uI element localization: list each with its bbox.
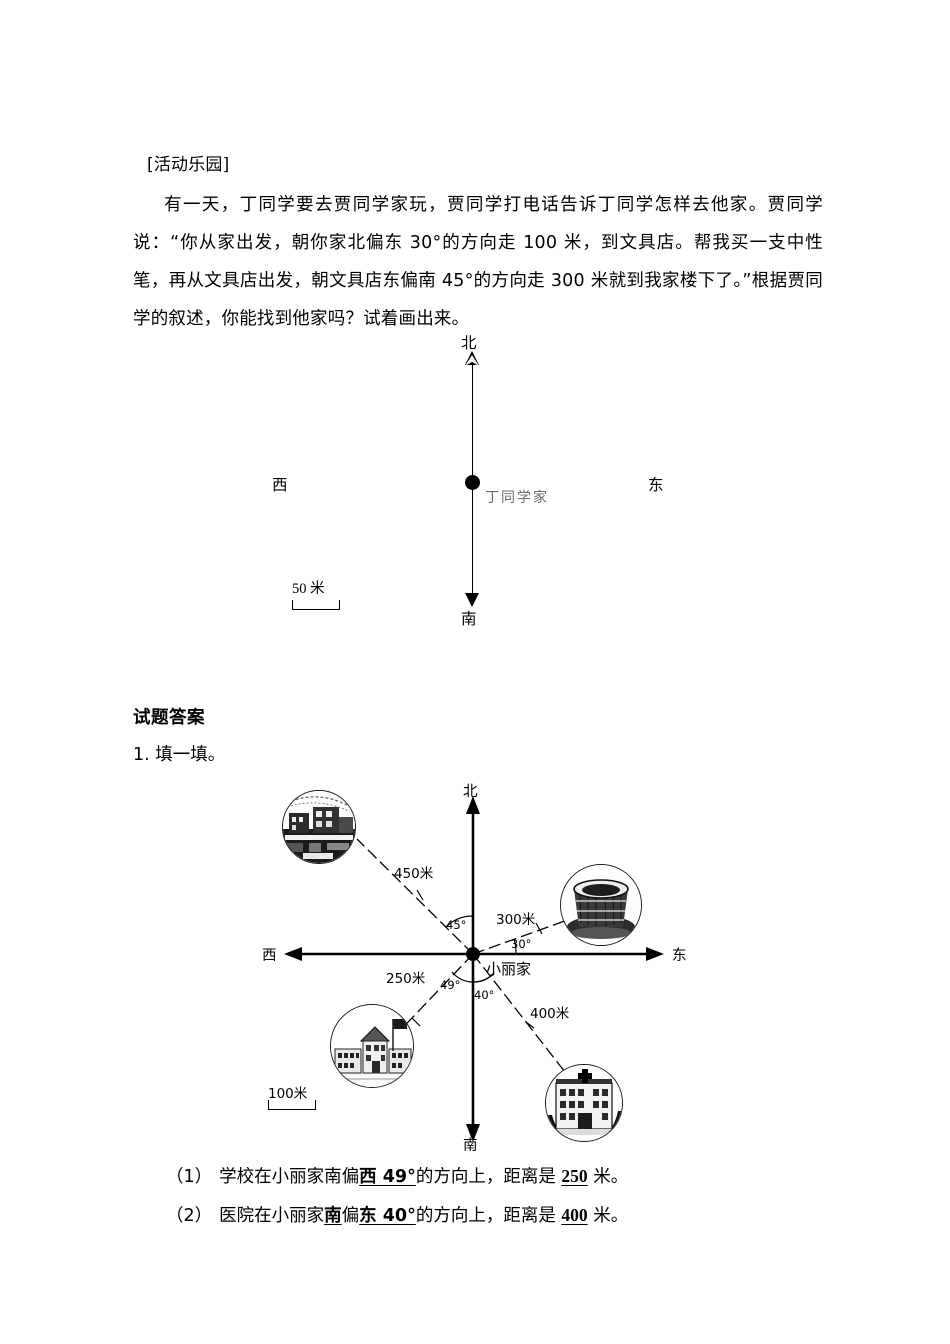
compass-axes-svg xyxy=(284,796,664,1142)
ray-southeast-tick xyxy=(525,1021,535,1029)
scale-indicator: 50 米 xyxy=(292,577,340,610)
answer-2-part3: 的方向上，距离是 xyxy=(415,1206,562,1226)
north-arrow-icon xyxy=(466,796,480,814)
scale-label: 50 米 xyxy=(292,581,325,597)
direction-label-north: 北 xyxy=(463,784,478,800)
answers-heading: 试题答案 xyxy=(133,708,205,728)
scale-bar-icon xyxy=(292,600,340,610)
center-point-label: 小丽家 xyxy=(486,960,532,978)
diagram-compass-blank: 北 南 西 东 丁同学家 50 米 xyxy=(250,334,700,635)
ray-northwest xyxy=(356,838,474,955)
medallion-hospital xyxy=(545,1064,623,1142)
answer-1-part1: 学校在小丽家南偏 xyxy=(219,1167,360,1187)
direction-label-north: 北 xyxy=(461,334,477,352)
direction-label-west: 西 xyxy=(262,948,277,964)
question-1-label: 1. 填一填。 xyxy=(133,745,226,765)
east-arrow-icon xyxy=(646,947,664,961)
answer-2-part2: 偏 xyxy=(341,1206,360,1226)
angle-arc-30 xyxy=(513,938,517,955)
answer-1-label: （1） xyxy=(166,1167,213,1187)
hospital-cross-icon xyxy=(578,1069,592,1083)
angle-label-northwest: 45° xyxy=(446,918,467,932)
distance-label-northwest: 450米 xyxy=(394,866,434,882)
home-point-label: 丁同学家 xyxy=(485,490,549,506)
distance-label-southwest: 250米 xyxy=(386,971,426,987)
scale-bar-icon xyxy=(268,1100,316,1110)
medallion-school xyxy=(330,1004,414,1088)
problem-paragraph: 有一天，丁同学要去贾同学家玩，贾同学打电话告诉丁同学怎样去他家。贾同学说：“你从… xyxy=(133,186,823,338)
angle-label-southwest: 49° xyxy=(440,978,461,992)
angle-arc-45 xyxy=(445,915,474,928)
answer-line-2: （2） 医院在小丽家南偏东 40°的方向上，距离是 400 米。 xyxy=(166,1196,628,1235)
direction-label-south: 南 xyxy=(463,1138,478,1154)
ray-northeast-tick xyxy=(535,922,543,935)
medallion-shopping-mall xyxy=(282,790,356,864)
angle-label-southeast: 40° xyxy=(474,988,495,1002)
direction-label-west: 西 xyxy=(272,476,288,494)
answers-list: （1）学校在小丽家南偏西 49°的方向上，距离是 250 米。 （2）医院在小丽… xyxy=(166,1157,628,1235)
south-arrow-icon xyxy=(466,1124,480,1142)
angle-arc-49 xyxy=(451,971,474,983)
direction-label-east: 东 xyxy=(648,476,664,494)
answer-line-1: （1） 学校在小丽家南偏西 49°的方向上，距离是 250 米。 xyxy=(166,1157,628,1196)
diagram-compass-answer: 北 南 西 东 小丽家 450米 300米 250米 400米 45° 30° … xyxy=(260,782,700,1162)
distance-label-northeast: 300米 xyxy=(496,912,536,928)
west-arrow-icon xyxy=(284,947,302,961)
scale-label: 100米 xyxy=(268,1086,308,1102)
answer-2-blank-direction-a: 南 xyxy=(324,1206,342,1226)
problem-text-block: [活动乐园] 有一天，丁同学要去贾同学家玩，贾同学打电话告诉丁同学怎样去他家。贾… xyxy=(133,146,823,338)
center-point-marker xyxy=(466,947,480,961)
answer-2-part1: 医院在小丽家 xyxy=(219,1206,325,1226)
medallion-stadium xyxy=(560,864,642,946)
distance-label-southeast: 400米 xyxy=(530,1006,570,1022)
north-arrow-icon xyxy=(465,351,479,365)
direction-label-south: 南 xyxy=(461,610,477,628)
direction-label-east: 东 xyxy=(672,948,687,964)
answer-1-blank-direction: 西 49° xyxy=(359,1167,416,1187)
home-point-marker xyxy=(465,475,480,490)
answer-1-part2: 的方向上，距离是 xyxy=(415,1167,562,1187)
answer-1-part3: 米。 xyxy=(587,1167,629,1187)
section-tag: [活动乐园] xyxy=(147,155,230,175)
ray-southwest-tick xyxy=(411,1017,421,1027)
answer-1-blank-distance: 250 xyxy=(561,1166,588,1186)
answer-2-blank-direction-b: 东 40° xyxy=(359,1206,416,1226)
answer-2-label: （2） xyxy=(166,1206,213,1226)
ray-northwest-tick xyxy=(416,889,424,901)
ray-southeast xyxy=(472,953,566,1073)
angle-label-northeast: 30° xyxy=(511,937,532,951)
answer-2-part4: 米。 xyxy=(587,1206,629,1226)
problem-paragraph-text: 有一天，丁同学要去贾同学家玩，贾同学打电话告诉丁同学怎样去他家。贾同学说：“你从… xyxy=(133,195,823,329)
answer-2-blank-distance: 400 xyxy=(561,1205,588,1225)
south-arrow-icon xyxy=(465,593,479,607)
angle-arc-40 xyxy=(472,972,495,983)
